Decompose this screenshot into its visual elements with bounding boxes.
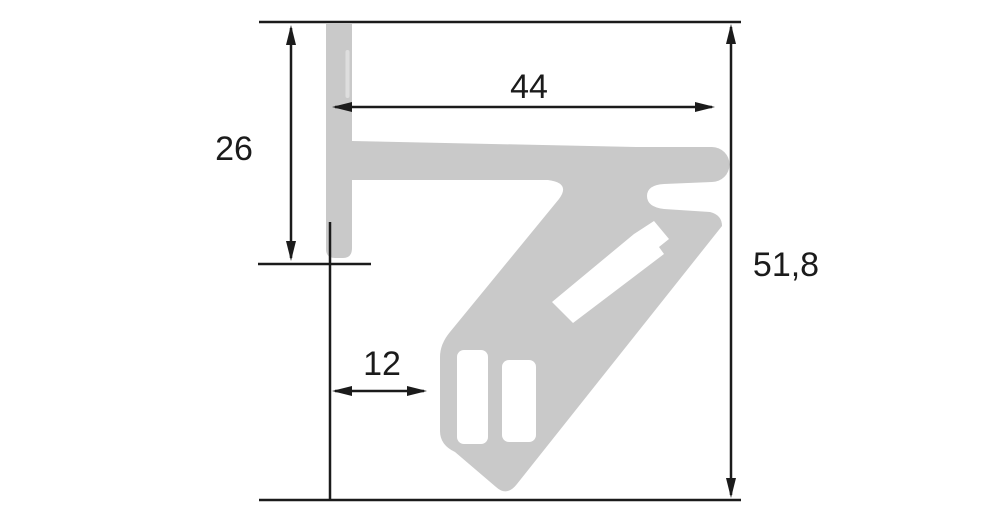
cutout-slot-right: [502, 360, 536, 442]
profile-section: [326, 24, 730, 492]
arrow-plate-height-top: [286, 25, 296, 45]
dim-label-arm-width: 44: [510, 68, 548, 106]
arrow-plate-height-bottom: [286, 241, 296, 261]
profile-cutouts: [457, 221, 669, 444]
arrow-overall-height-bottom: [726, 478, 736, 498]
cutout-diagonal-channel: [552, 221, 669, 323]
dimension-labels: 26 44 51,8 12: [215, 68, 819, 383]
dim-label-plate-height: 26: [215, 130, 253, 168]
arrow-arm-width-right: [695, 102, 715, 112]
cutout-slot-left: [457, 350, 488, 444]
arrow-foot-offset-left: [332, 386, 352, 396]
dim-label-foot-offset: 12: [363, 345, 401, 383]
stem-groove: [345, 50, 350, 98]
arrow-overall-height-top: [726, 24, 736, 44]
arrow-foot-offset-right: [407, 386, 427, 396]
profile-body: [326, 24, 730, 492]
arrow-arm-width-left: [332, 102, 352, 112]
dim-label-overall-height: 51,8: [753, 246, 819, 284]
dimension-arrowheads: [286, 24, 736, 498]
